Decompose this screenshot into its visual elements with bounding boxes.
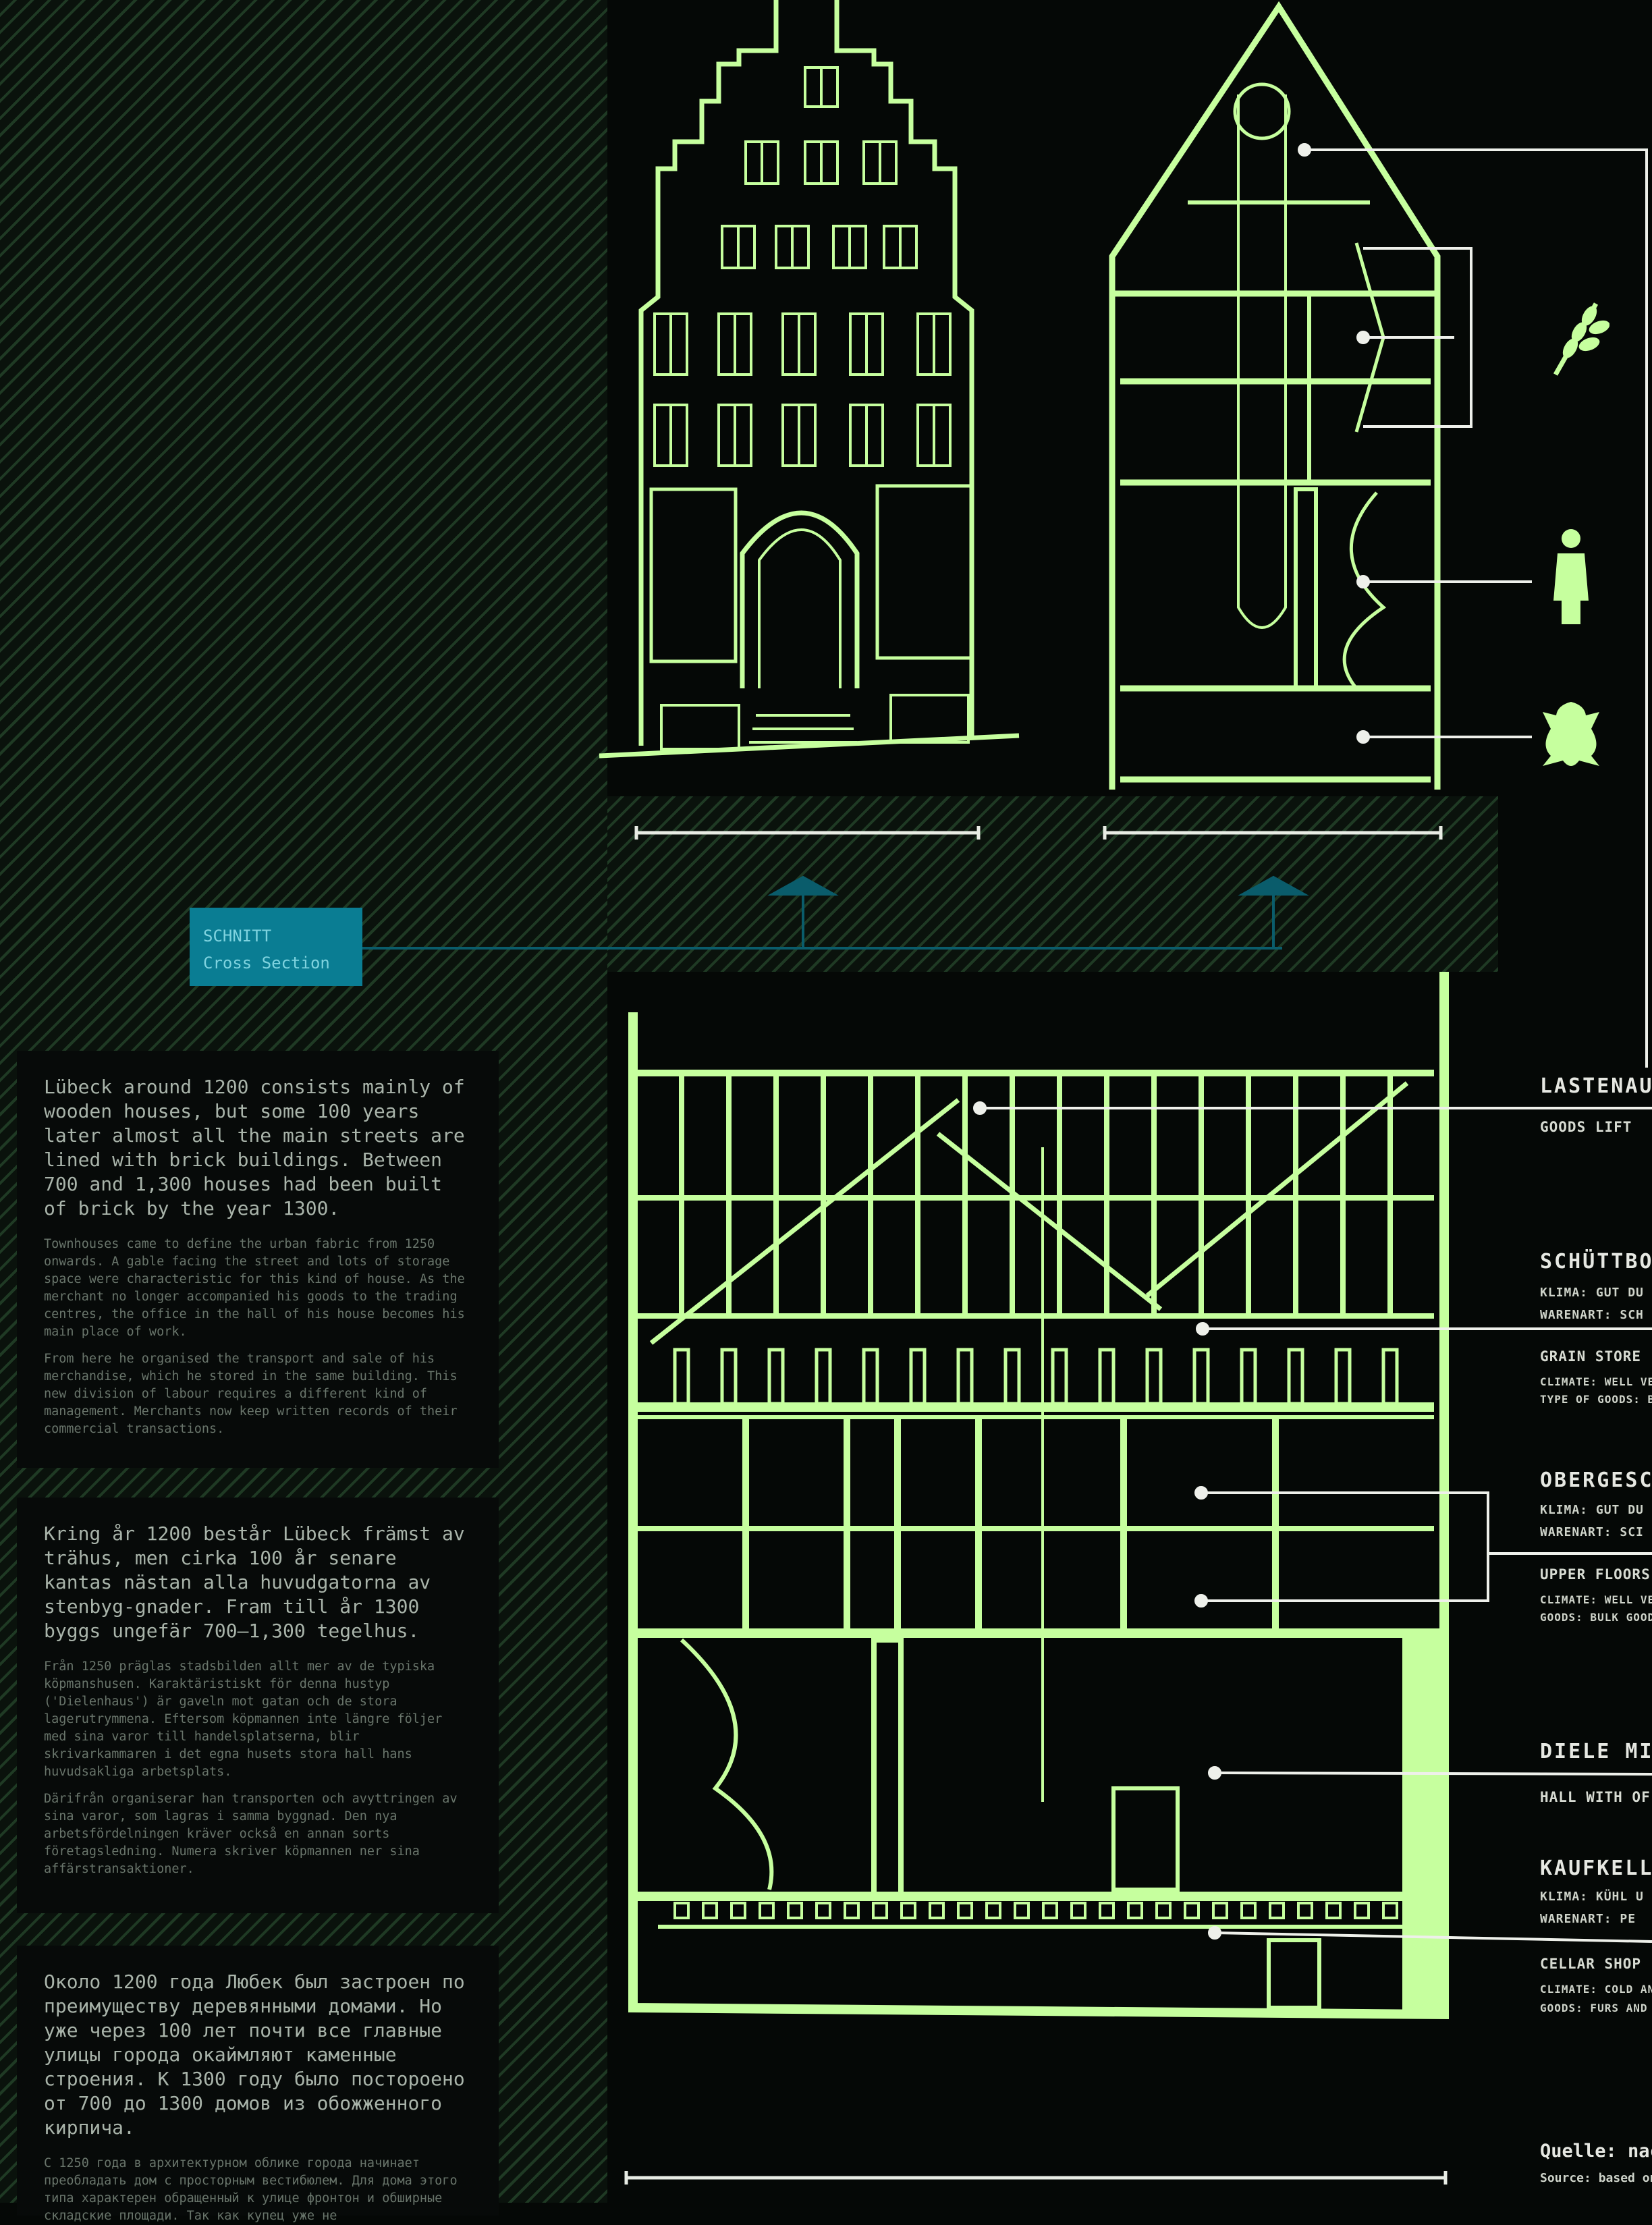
cellar-block [787, 1902, 803, 1919]
leader-lines [973, 143, 1652, 1943]
cellar-block [1070, 1902, 1086, 1919]
floor-joist [1145, 1348, 1163, 1406]
label-grain-store-de-line: KLIMA: GUT DU [1540, 1286, 1644, 1300]
label-cellar-en: CELLAR SHOP [1540, 1956, 1642, 1972]
panel-body: Från 1250 präglas stadsbilden allt mer a… [44, 1659, 443, 1779]
panel-body: С 1250 года в архитектурном облике город… [44, 2156, 458, 2223]
floor-joist [673, 1348, 690, 1406]
label-upper-floors-de-line: KLIMA: GUT DU [1540, 1503, 1644, 1517]
cellar-block [730, 1902, 746, 1919]
floor-joist [1051, 1348, 1068, 1406]
cellar-block [929, 1902, 945, 1919]
label-cellar-en-line: GOODS: FURS AND [1540, 2002, 1648, 2014]
side-section-drawing [1109, 1, 1441, 790]
facade-elevation-drawing [599, 0, 1020, 759]
label-grain-store-en: GRAIN STORE [1540, 1348, 1642, 1365]
cellar-block [957, 1902, 973, 1919]
panel-body: Därifrån organiserar han transporten och… [44, 1792, 458, 1876]
panel-lead: Около 1200 года Любек был застроен по пр… [44, 1971, 465, 2139]
fur-pelt-icon [1537, 698, 1605, 775]
label-upper-floors-de-line: WARENART: SCI [1540, 1525, 1644, 1539]
label-grain-store-de: SCHÜTTBO [1540, 1250, 1652, 1273]
cellar-block [1354, 1902, 1370, 1919]
wheat-icon [1549, 297, 1610, 381]
section-markers [362, 875, 1309, 950]
floor-joist [720, 1348, 738, 1406]
cellar-block [1325, 1902, 1342, 1919]
cellar-block [1382, 1902, 1398, 1919]
cellar-block [1099, 1902, 1115, 1919]
cellar-block [900, 1902, 916, 1919]
label-upper-floors-en-line: CLIMATE: WELL VE [1540, 1593, 1652, 1606]
cellar-block [1269, 1902, 1285, 1919]
label-hall-de: DIELE MIT [1540, 1740, 1652, 1763]
cellar-block [759, 1902, 775, 1919]
floor-joist [1287, 1348, 1304, 1406]
panel-body: From here he organised the transport and… [44, 1352, 458, 1436]
floor-joist [767, 1348, 785, 1406]
source-en: Source: based on [1540, 2171, 1652, 2185]
floor-joist [862, 1348, 879, 1406]
floor-joist [1240, 1348, 1257, 1406]
source-de: Quelle: nach [1540, 2141, 1652, 2162]
cellar-block [844, 1902, 860, 1919]
floor-joist [815, 1348, 832, 1406]
scale-bars [624, 826, 1448, 2185]
cellar-block [1042, 1902, 1058, 1919]
cellar-block [1155, 1902, 1172, 1919]
label-cellar-de: KAUFKELL [1540, 1857, 1652, 1880]
floor-joist [956, 1348, 974, 1406]
label-cellar-de-line: WARENART: PE [1540, 1912, 1636, 1926]
label-goods-lift-de: LASTENAU [1540, 1074, 1652, 1098]
text-panel-english: Lübeck around 1200 consists mainly of wo… [17, 1051, 499, 1468]
floor-joist [1003, 1348, 1021, 1406]
cellar-block [1297, 1902, 1313, 1919]
cross-section-tag: SCHNITT Cross Section [190, 908, 362, 986]
floor-joist [909, 1348, 927, 1406]
cellar-block [702, 1902, 718, 1919]
panel-lead: Lübeck around 1200 consists mainly of wo… [44, 1076, 465, 1219]
cellar-block [1184, 1902, 1200, 1919]
schnitt-subtitle: Cross Section [203, 954, 330, 972]
cellar-block [985, 1902, 1001, 1919]
floor-joist [1192, 1348, 1210, 1406]
floor-joist [1381, 1348, 1399, 1406]
cellar-block [1240, 1902, 1257, 1919]
floor-joist [1098, 1348, 1116, 1406]
label-grain-store-de-line: WARENART: SCH [1540, 1308, 1644, 1322]
cellar-block [673, 1902, 690, 1919]
cellar-block [815, 1902, 831, 1919]
label-cellar-en-line: CLIMATE: COLD AN [1540, 1983, 1652, 1996]
label-grain-store-en-line: CLIMATE: WELL VE [1540, 1375, 1652, 1388]
schnitt-title: SCHNITT [203, 927, 272, 945]
text-panel-swedish: Kring år 1200 består Lübeck främst av tr… [17, 1498, 499, 1913]
cellar-block [872, 1902, 888, 1919]
label-cellar-de-line: KLIMA: KÜHL U [1540, 1890, 1644, 1904]
panel-body: Townhouses came to define the urban fabr… [44, 1237, 465, 1339]
cellar-block [1014, 1902, 1030, 1919]
hatched-background-middle [607, 796, 1498, 972]
floor-joist [1334, 1348, 1352, 1406]
cellar-block [1212, 1902, 1228, 1919]
cellar-block [1127, 1902, 1143, 1919]
merchant-person-icon [1551, 526, 1591, 630]
label-upper-floors-en-line: GOODS: BULK GOOD [1540, 1611, 1652, 1624]
text-panel-russian: Около 1200 года Любек был застроен по пр… [17, 1946, 499, 2223]
longitudinal-section-drawing [628, 972, 1449, 2020]
label-hall-en: HALL WITH OF [1540, 1789, 1651, 1805]
label-goods-lift-en: GOODS LIFT [1540, 1119, 1632, 1135]
label-grain-store-en-line: TYPE OF GOODS: BU [1540, 1393, 1652, 1406]
label-upper-floors-en: UPPER FLOORS [1540, 1566, 1651, 1583]
label-upper-floors-de: OBERGESC [1540, 1468, 1652, 1492]
panel-lead: Kring år 1200 består Lübeck främst av tr… [44, 1522, 465, 1642]
